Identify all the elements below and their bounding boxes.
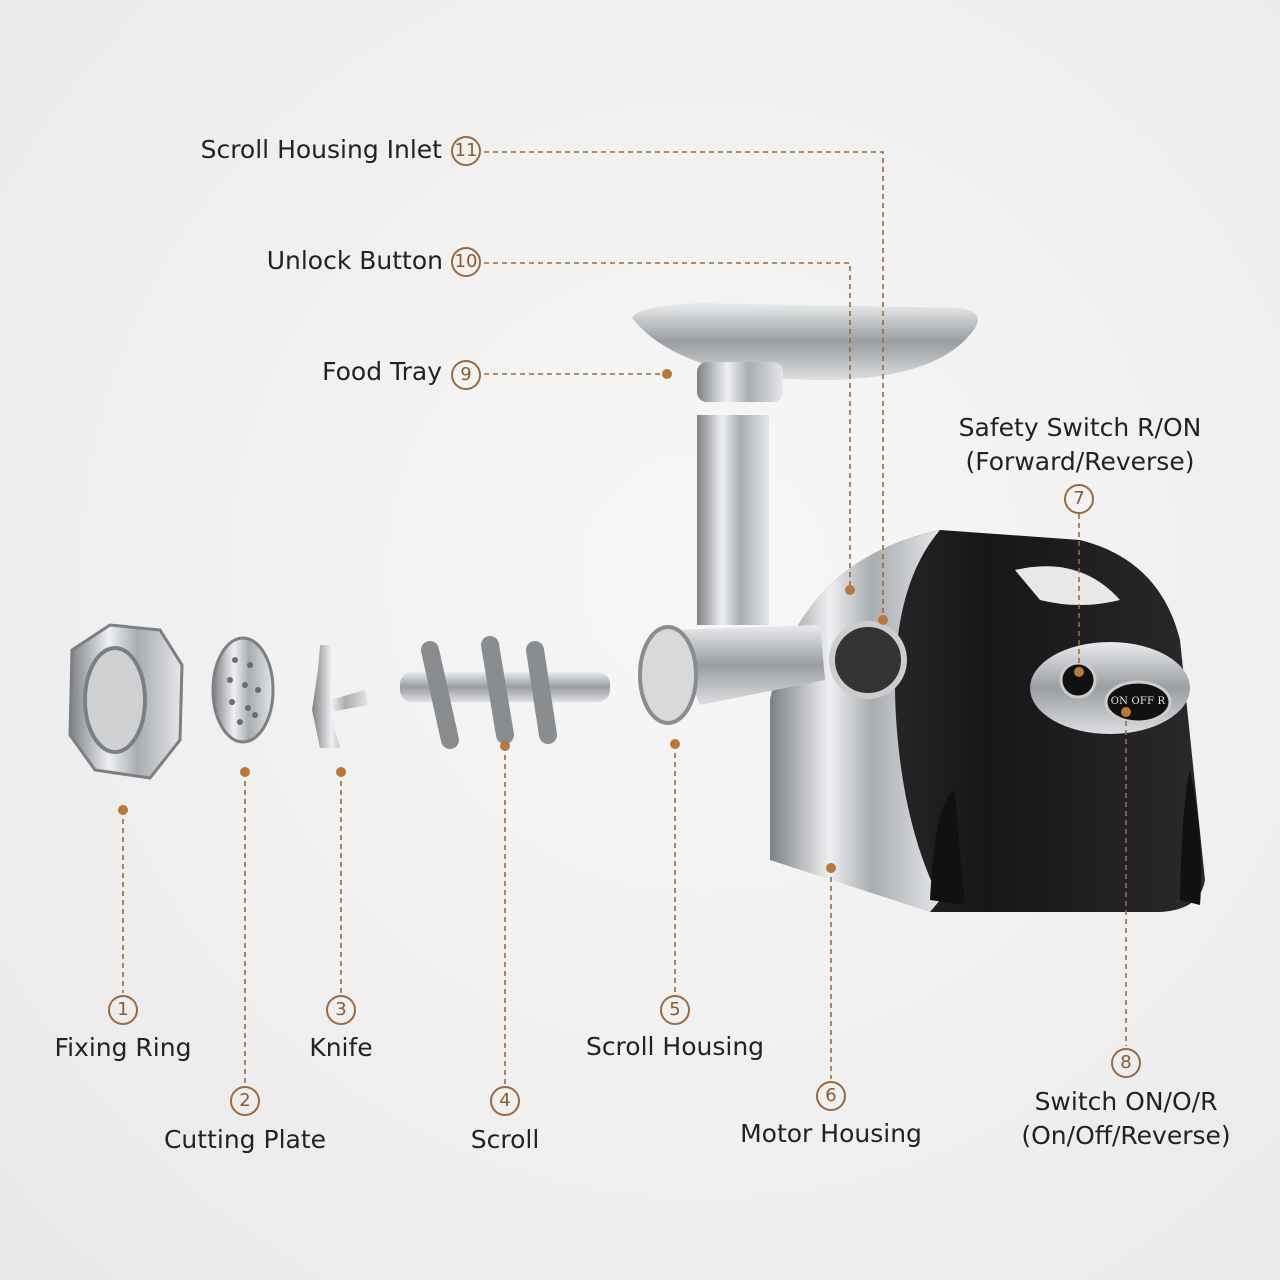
callout-number-11: 11: [451, 136, 481, 166]
grinder-socket: [829, 621, 907, 699]
label-power-switch-sub: (On/Off/Reverse): [1021, 1121, 1231, 1150]
food-tray-art: [632, 303, 978, 402]
callout-number-1: 1: [108, 995, 138, 1025]
label-knife: Knife: [309, 1033, 373, 1062]
label-unlock-button: Unlock Button: [266, 246, 443, 275]
cutting-plate-art: [211, 636, 275, 744]
scroll-housing-art: [638, 415, 825, 725]
motor-housing: [770, 530, 1205, 912]
power-switch-marking: ON OFF R: [1110, 696, 1166, 707]
callout-dots: [118, 369, 1131, 873]
handle-opening: [1015, 566, 1120, 605]
label-motor-housing: Motor Housing: [740, 1119, 922, 1148]
label-safety-switch-sub: (Forward/Reverse): [965, 447, 1195, 476]
label-scroll-housing: Scroll Housing: [585, 1032, 765, 1061]
callout-number-2: 2: [230, 1086, 260, 1116]
callout-lines: [122, 151, 1127, 1084]
label-food-tray: Food Tray: [322, 357, 442, 386]
callout-number-9: 9: [451, 360, 481, 390]
callout-number-5: 5: [660, 995, 690, 1025]
label-scroll-housing-inlet: Scroll Housing Inlet: [200, 135, 442, 164]
label-scroll: Scroll: [470, 1125, 540, 1154]
safety-switch: [1059, 661, 1097, 699]
callout-number-4: 4: [490, 1086, 520, 1116]
scroll-art: [400, 636, 610, 749]
fixing-ring-art: [68, 623, 184, 780]
label-safety-switch: Safety Switch R/ON: [958, 413, 1202, 442]
callout-number-8: 8: [1111, 1048, 1141, 1078]
callout-number-3: 3: [326, 995, 356, 1025]
label-cutting-plate: Cutting Plate: [163, 1125, 327, 1154]
callout-number-10: 10: [451, 247, 481, 277]
switch-panel: [1030, 642, 1190, 734]
label-power-switch: Switch ON/O/R: [1034, 1087, 1218, 1116]
callout-number-7: 7: [1064, 484, 1094, 514]
knife-art: [312, 645, 368, 748]
label-fixing-ring: Fixing Ring: [54, 1033, 192, 1062]
callout-number-6: 6: [816, 1081, 846, 1111]
